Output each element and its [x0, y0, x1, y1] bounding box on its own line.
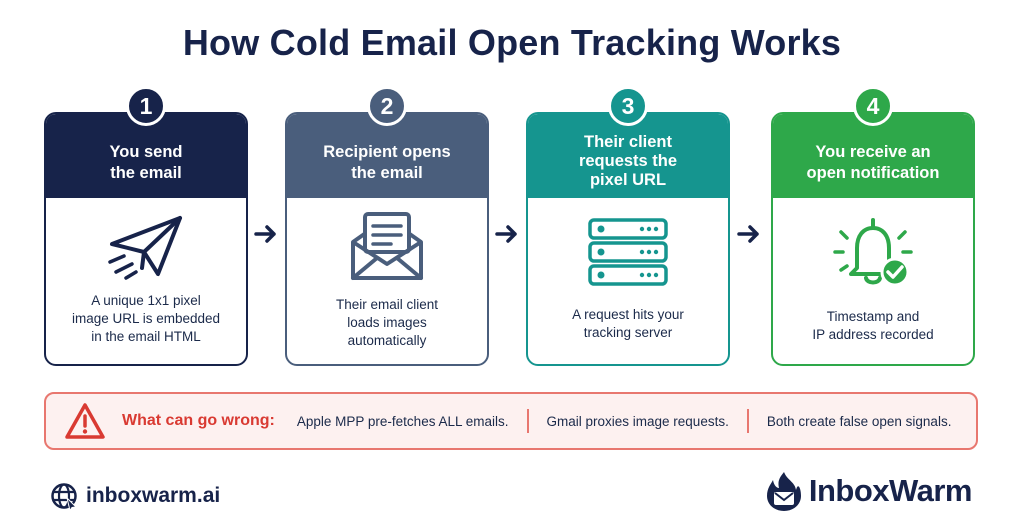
step-1: 1 You send the email A unique 1x1 pixel … — [44, 86, 248, 366]
flow-arrow-2 — [494, 222, 520, 246]
warning-separator — [526, 409, 529, 433]
step-card: Their client requests the pixel URL A re… — [526, 112, 730, 366]
step-description: Timestamp and IP address recorded — [812, 309, 934, 342]
step-body: A request hits your tracking server — [528, 198, 728, 364]
warning-item: Apple MPP pre-fetches ALL emails. — [296, 413, 509, 429]
arrow-right-icon — [737, 225, 759, 243]
step-heading-text: You receive an open notification — [806, 143, 940, 182]
step-number-badge: 4 — [853, 86, 893, 126]
brand-name: InboxWarm — [808, 473, 973, 508]
step-description: A request hits your tracking server — [572, 307, 684, 340]
step-card: You send the email A unique 1x1 pixel im… — [44, 112, 248, 366]
flow-arrow-1 — [253, 222, 279, 246]
step-number-badge: 1 — [126, 86, 166, 126]
step-3: 3 Their client requests the pixel URL A … — [526, 86, 730, 366]
bell-check-icon — [833, 218, 913, 287]
step-heading: You receive an open notification — [773, 114, 973, 198]
warning-bar: What can go wrong: Apple MPP pre-fetches… — [44, 392, 978, 450]
step-number-badge: 3 — [608, 86, 648, 126]
step-4: 4 You receive an open notification Times… — [771, 86, 975, 366]
open-envelope-icon — [351, 212, 423, 280]
step-body: Timestamp and IP address recorded — [773, 198, 973, 364]
step-2: 2 Recipient opens the email Their email … — [285, 86, 489, 366]
step-description: Their email client loads images automati… — [335, 297, 439, 348]
globe-icon — [51, 483, 78, 510]
step-card: Recipient opens the email Their email cl… — [285, 112, 489, 366]
step-heading: Recipient opens the email — [287, 114, 487, 198]
flame-mail-logo-icon — [766, 472, 801, 511]
step-card: You receive an open notification Timesta… — [771, 112, 975, 366]
warning-triangle-icon — [65, 403, 105, 439]
website-link[interactable]: inboxwarm.ai — [50, 482, 220, 510]
warning-label: What can go wrong: — [122, 412, 275, 429]
website-text: inboxwarm.ai — [86, 484, 221, 507]
warning-separator — [746, 409, 749, 433]
brand-logo: InboxWarm — [765, 470, 973, 512]
warning-item: Gmail proxies image requests. — [546, 413, 729, 429]
arrow-right-icon — [254, 225, 276, 243]
page-title: How Cold Email Open Tracking Works — [182, 22, 842, 63]
step-number-badge: 2 — [367, 86, 407, 126]
step-heading-text: Recipient opens the email — [323, 143, 451, 182]
step-body: Their email client loads images automati… — [287, 198, 487, 364]
server-icon — [588, 218, 668, 286]
step-heading-text: Their client requests the pixel URL — [578, 132, 678, 189]
step-heading: You send the email — [46, 114, 246, 198]
paper-plane-icon — [108, 216, 182, 280]
arrow-right-icon — [495, 225, 517, 243]
warning-item: Both create false open signals. — [766, 413, 952, 429]
flow-arrow-3 — [736, 222, 762, 246]
step-description: A unique 1x1 pixel image URL is embedded… — [71, 293, 221, 344]
step-heading-text: You send the email — [109, 143, 183, 182]
step-heading: Their client requests the pixel URL — [528, 114, 728, 198]
step-body: A unique 1x1 pixel image URL is embedded… — [46, 198, 246, 364]
